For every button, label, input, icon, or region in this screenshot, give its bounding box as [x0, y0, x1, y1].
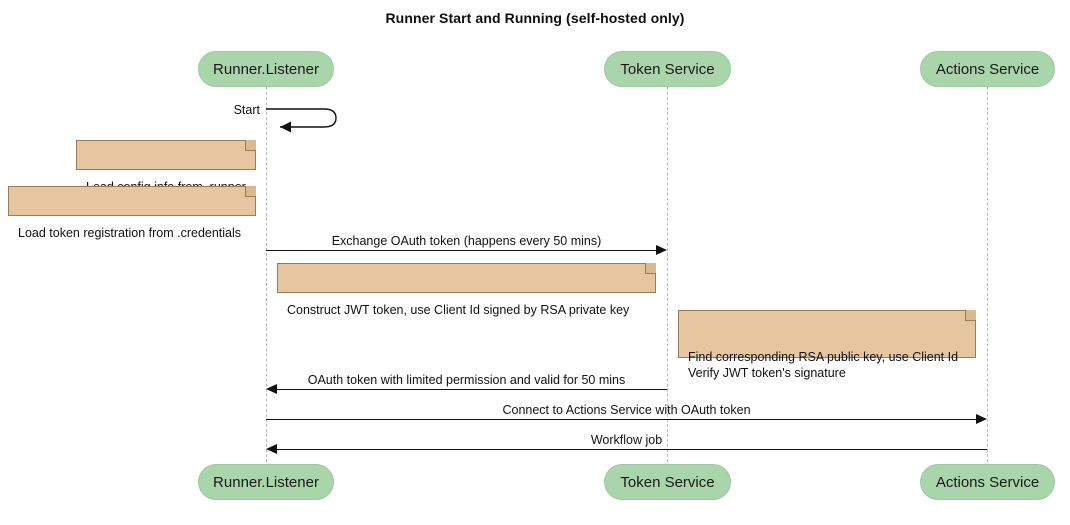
participant-actions-top[interactable]: Actions Service — [920, 51, 1055, 87]
participant-actions-bottom[interactable]: Actions Service — [920, 464, 1055, 500]
participant-runner-top[interactable]: Runner.Listener — [198, 51, 334, 87]
note-fold-icon — [965, 310, 976, 321]
note-load-token-registration: Load token registration from .credential… — [8, 186, 256, 240]
note-text: Find corresponding RSA public key, use C… — [688, 350, 959, 380]
message-line-exchange-oauth-token — [266, 250, 656, 251]
note-load-config-info: Load config info from .runner — [76, 140, 256, 194]
message-label-oauth-token-reply: OAuth token with limited permission and … — [307, 373, 626, 387]
diagram-title: Runner Start and Running (self-hosted on… — [385, 10, 685, 26]
note-fold-icon — [245, 186, 256, 197]
message-label-start: Start — [233, 103, 260, 117]
participant-token-top[interactable]: Token Service — [604, 51, 731, 87]
participant-token-bottom[interactable]: Token Service — [604, 464, 731, 500]
lifeline-actions — [987, 87, 988, 462]
message-start-selfloop — [266, 107, 346, 135]
note-fold-icon — [245, 140, 256, 151]
message-label-exchange-oauth-token: Exchange OAuth token (happens every 50 m… — [331, 234, 602, 248]
message-label-workflow-job: Workflow job — [590, 433, 663, 447]
message-line-connect-actions-service — [266, 419, 976, 420]
message-line-oauth-token-reply — [277, 389, 667, 390]
participant-label: Token Service — [620, 473, 715, 491]
note-text: Load token registration from .credential… — [18, 226, 242, 240]
message-line-workflow-job — [277, 449, 987, 450]
lifeline-runner — [266, 87, 267, 462]
note-construct-jwt-token: Construct JWT token, use Client Id signe… — [277, 263, 656, 317]
message-label-connect-actions-service: Connect to Actions Service with OAuth to… — [502, 403, 751, 417]
arrow-head-workflow-job — [266, 444, 277, 454]
participant-label: Runner.Listener — [213, 60, 319, 78]
participant-label: Actions Service — [935, 60, 1040, 78]
participant-label: Actions Service — [935, 473, 1040, 491]
note-verify-jwt-token: Find corresponding RSA public key, use C… — [678, 310, 976, 380]
participant-label: Runner.Listener — [213, 473, 319, 491]
note-text: Construct JWT token, use Client Id signe… — [287, 303, 630, 317]
lifeline-token — [667, 87, 668, 462]
arrow-head-connect-actions-service — [976, 414, 987, 424]
arrow-head-oauth-token-reply — [266, 384, 277, 394]
participant-label: Token Service — [620, 60, 715, 78]
note-fold-icon — [645, 263, 656, 274]
participant-runner-bottom[interactable]: Runner.Listener — [198, 464, 334, 500]
arrow-head-exchange-oauth-token — [656, 245, 667, 255]
